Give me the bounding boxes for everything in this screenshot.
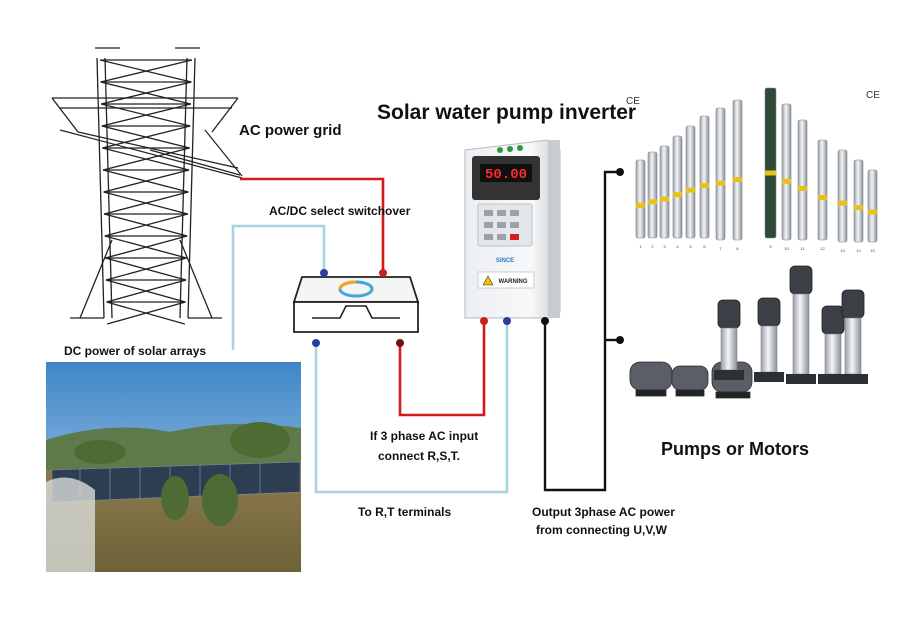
- label-pumps: Pumps or Motors: [661, 439, 809, 459]
- inverter-display: 50.00: [485, 167, 527, 183]
- pump-number: 5: [689, 244, 692, 249]
- pump-number: 6: [703, 244, 706, 249]
- pump-number: 8: [736, 246, 739, 251]
- transmission-tower-icon: [52, 48, 238, 324]
- pump-number: 3: [663, 244, 666, 249]
- label-switchover: AC/DC select switchover: [269, 204, 411, 218]
- pump-number: 7: [719, 246, 722, 251]
- solar-array-photo: [46, 362, 301, 572]
- pump-number: 2: [651, 244, 654, 249]
- solar-pump-inverter-icon: 50.00 SINCE WARNING: [465, 140, 560, 318]
- inverter-warning: WARNING: [499, 279, 528, 285]
- label-ac-grid: AC power grid: [239, 122, 342, 139]
- pump-number: 10: [784, 246, 789, 251]
- label-dc-power: DC power of solar arrays: [64, 344, 206, 358]
- ce-mark-right: CE: [866, 90, 880, 101]
- pump-number: 1: [639, 244, 642, 249]
- inverter-brand: SINCE: [496, 258, 514, 264]
- pump-number: 11: [800, 246, 805, 251]
- pump-number: 14: [856, 248, 861, 253]
- pump-number: 4: [676, 244, 679, 249]
- label-ac-input-1: If 3 phase AC input: [370, 429, 478, 443]
- label-ac-input-2: connect R,S,T.: [378, 449, 460, 463]
- vertical-pumps-icon: [630, 266, 868, 398]
- grid-cables: [60, 130, 242, 178]
- pump-number: 15: [870, 248, 875, 253]
- switchover-box-icon: [294, 277, 418, 332]
- pump-number: 9: [769, 244, 772, 249]
- diagram-title: Solar water pump inverter: [377, 101, 636, 124]
- pump-number: 13: [840, 248, 845, 253]
- pump-number: 12: [820, 246, 825, 251]
- label-output-1: Output 3phase AC power: [532, 505, 675, 519]
- label-rt-terminals: To R,T terminals: [358, 505, 451, 519]
- blue-wire-rt: [316, 321, 507, 492]
- label-output-2: from connecting U,V,W: [536, 523, 668, 537]
- red-wire-ac-input: [400, 321, 484, 415]
